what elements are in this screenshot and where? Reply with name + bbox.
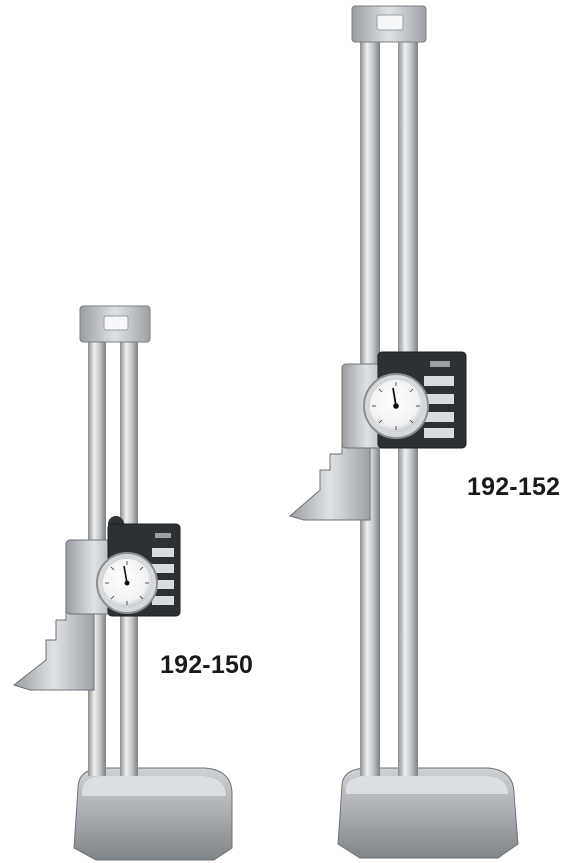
digital-counter-icon	[152, 533, 174, 605]
base-top-face	[82, 776, 226, 796]
height-gauge-192-152	[288, 5, 519, 859]
dial-gauge-icon	[363, 373, 429, 439]
dial-gauge-icon	[96, 552, 158, 614]
top-cap-emblem	[103, 315, 129, 331]
model-label-192-152: 192-152	[467, 473, 561, 501]
height-gauge-192-150	[12, 305, 233, 861]
top-cap-emblem	[376, 14, 404, 31]
base-top-face	[346, 776, 508, 794]
digital-counter-icon	[424, 361, 454, 438]
model-label-192-150: 192-150	[160, 651, 254, 679]
